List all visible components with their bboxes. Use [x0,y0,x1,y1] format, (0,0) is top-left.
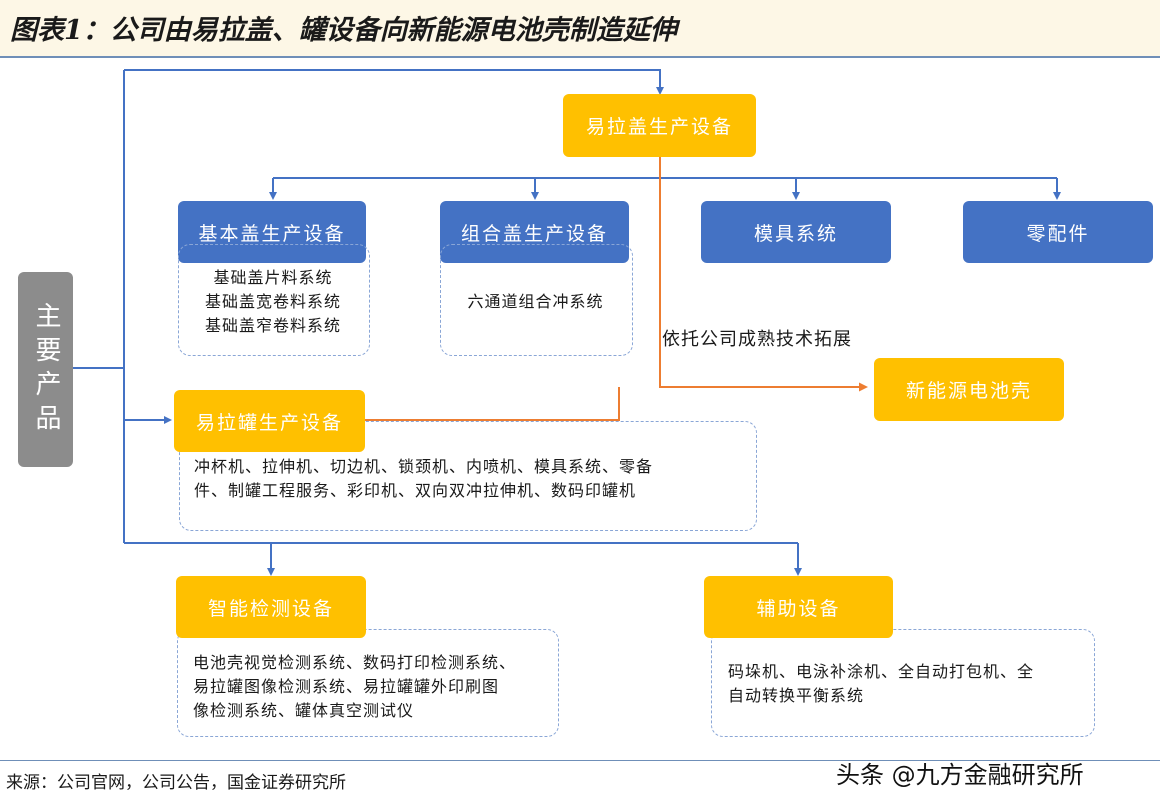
watermark: 头条 @九方金融研究所 [836,761,1084,789]
orange-line-from-lid [659,157,868,392]
inspection-detail-line: 易拉罐图像检测系统、易拉罐罐外印刷图 [193,677,500,696]
combo-lid-details: 六通道组合冲系统 [440,290,631,314]
auxiliary-equipment-label: 辅助设备 [756,597,841,620]
spare-parts-box: 零配件 [963,201,1153,263]
auxiliary-equipment-box: 辅助设备 [704,576,893,638]
footer-divider [0,760,1160,761]
inspection-details: 电池壳视觉检测系统、数码打印检测系统、 易拉罐图像检测系统、易拉罐罐外印刷图 像… [193,651,553,723]
can-details-box [179,421,757,531]
inspection-equipment-label: 智能检测设备 [207,597,334,620]
mold-system-label: 模具系统 [753,222,838,245]
auxiliary-detail-line: 码垛机、电泳补涂机、全自动打包机、全 [728,662,1035,681]
basic-lid-detail-item: 基础盖片料系统 [213,268,333,287]
new-energy-shell-label: 新能源电池壳 [905,380,1032,402]
basic-lid-equipment-label: 基本盖生产设备 [198,222,346,245]
basic-lid-details: 基础盖片料系统 基础盖宽卷料系统 基础盖窄卷料系统 [178,266,368,338]
line-to-easy-lid [124,69,664,95]
basic-lid-detail-item: 基础盖宽卷料系统 [204,292,341,311]
inspection-detail-line: 电池壳视觉检测系统、数码打印检测系统、 [193,653,517,672]
extension-note: 依托公司成熟技术拓展 [662,329,852,350]
title-bar: 图表1：公司由易拉盖、罐设备向新能源电池壳制造延伸 [0,0,1160,58]
new-energy-shell-box: 新能源电池壳 [874,358,1064,421]
auxiliary-detail-line: 自动转换平衡系统 [728,686,865,705]
inspection-equipment-box: 智能检测设备 [176,576,366,638]
mold-system-box: 模具系统 [701,201,891,263]
source-note: 来源：公司官网，公司公告，国金证券研究所 [6,773,346,793]
spare-parts-label: 零配件 [1026,222,1090,245]
can-equipment-box: 易拉罐生产设备 [174,390,365,452]
can-details: 冲杯机、拉伸机、切边机、锁颈机、内喷机、模具系统、零备 件、制罐工程服务、彩印机… [194,455,754,503]
auxiliary-details: 码垛机、电泳补涂机、全自动打包机、全 自动转换平衡系统 [728,660,1088,708]
can-equipment-label: 易拉罐生产设备 [195,411,343,434]
inspection-details-box [177,629,559,737]
basic-lid-detail-item: 基础盖窄卷料系统 [204,316,341,335]
main-product-label: 主要产品 [31,301,61,438]
easy-lid-equipment-label: 易拉盖生产设备 [585,116,733,138]
main-product-box: 主要产品 [18,272,73,467]
inspection-detail-line: 像检测系统、罐体真空测试仪 [193,701,415,720]
basic-lid-equipment-box: 基本盖生产设备 [178,201,366,263]
can-detail-line: 冲杯机、拉伸机、切边机、锁颈机、内喷机、模具系统、零备 [194,457,654,476]
basic-lid-details-box [178,244,370,356]
figure-title: 图表1：公司由易拉盖、罐设备向新能源电池壳制造延伸 [10,15,677,46]
combo-lid-equipment-label: 组合盖生产设备 [460,222,608,245]
auxiliary-details-box [711,629,1095,737]
easy-lid-equipment-box: 易拉盖生产设备 [563,94,756,157]
orange-line-from-can [365,387,620,421]
can-detail-line: 件、制罐工程服务、彩印机、双向双冲拉伸机、数码印罐机 [194,481,637,500]
combo-lid-details-box [440,244,633,356]
combo-lid-detail-item: 六通道组合冲系统 [467,292,604,311]
combo-lid-equipment-box: 组合盖生产设备 [440,201,629,263]
